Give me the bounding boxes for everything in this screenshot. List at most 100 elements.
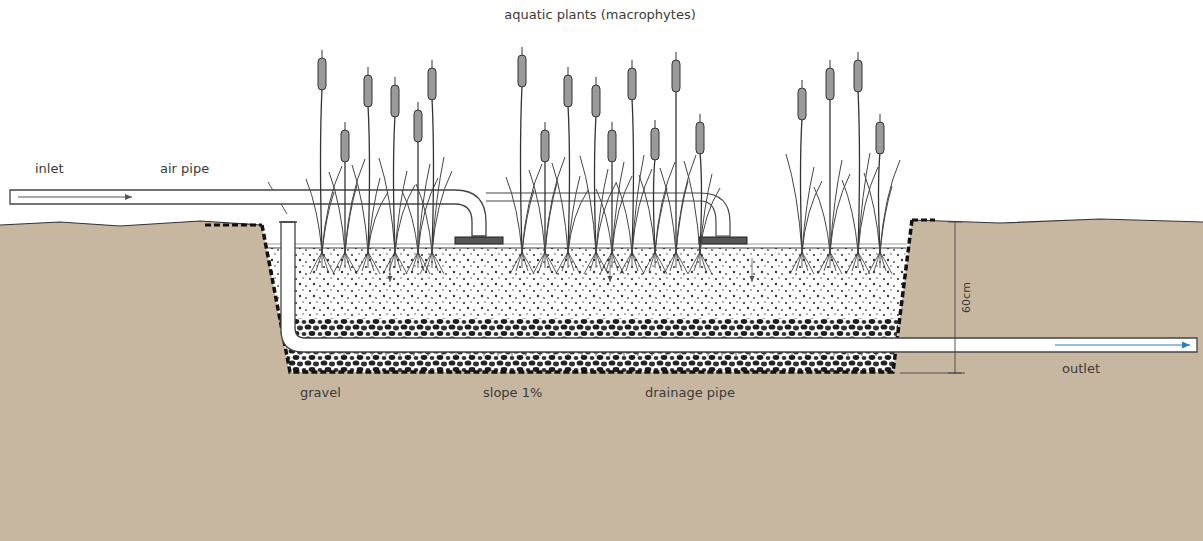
reed-leaf (379, 158, 395, 252)
reed-root (356, 252, 368, 274)
cattail-tip (418, 102, 419, 110)
reed-leaf (864, 173, 880, 252)
reed-root (643, 252, 655, 274)
reed-leaf (655, 188, 667, 252)
spreader-plate (455, 237, 503, 244)
reed-root (846, 252, 858, 274)
dimension-label: 60cm (960, 282, 971, 313)
cattail-tip (700, 114, 701, 122)
cattail-head (651, 128, 659, 160)
cattail-tip (395, 77, 396, 85)
reed-leaf (814, 187, 830, 252)
cattail-head (826, 68, 834, 100)
reed-root (852, 252, 858, 271)
cattail-head (564, 75, 572, 107)
reed-root (796, 252, 802, 271)
depth-dimension (900, 222, 965, 373)
reed-root (632, 252, 644, 274)
reed-root (389, 252, 395, 271)
reed-leaf (416, 184, 432, 252)
reed-root (670, 252, 676, 271)
reed-root (539, 252, 545, 271)
cattail-tip (368, 67, 369, 75)
reed-stem (544, 160, 545, 252)
reed-root (339, 252, 345, 271)
reed-leaf (676, 181, 688, 252)
reed-root (406, 252, 418, 274)
reed-stem (344, 160, 345, 252)
reed-stem (858, 90, 860, 252)
reeds (306, 47, 900, 274)
reed-root (420, 252, 432, 274)
reed-leaf (842, 180, 858, 252)
reed-root (874, 252, 880, 271)
cattail-tip (830, 60, 831, 68)
cattail-tip (345, 122, 346, 130)
reed-leaf (322, 192, 334, 252)
cattail-head (608, 130, 616, 162)
cattail-tip (858, 52, 859, 60)
reed-leaf (880, 160, 900, 252)
reed-root (606, 252, 612, 271)
reed-root (333, 252, 345, 274)
cattail-tip (802, 80, 803, 88)
cattail-tip (322, 50, 323, 58)
cattail-head (854, 60, 862, 92)
cattail-head (364, 75, 372, 107)
reed-root (612, 252, 624, 274)
reed-stem (432, 98, 434, 252)
reed-leaf (830, 174, 850, 252)
reed-root (600, 252, 612, 274)
reed-root (510, 252, 522, 274)
reed-leaf (580, 156, 596, 252)
cattail-tip (612, 122, 613, 130)
outlet-arrow (1055, 344, 1190, 345)
pipe-perforations (330, 352, 876, 356)
reed-root (545, 252, 557, 274)
cattail-tip (676, 52, 677, 60)
reed-leaf (616, 182, 632, 252)
reed-stem (417, 140, 418, 252)
water-surface (268, 248, 906, 249)
reed-root (322, 252, 334, 274)
reed-root (664, 252, 676, 274)
reed-leaf (660, 168, 676, 252)
cattail-head (518, 55, 526, 87)
reed-leaf (568, 190, 588, 252)
reed-root (590, 252, 596, 271)
reed-root (395, 252, 407, 274)
reed-leaf (522, 190, 534, 252)
water-line (268, 244, 907, 245)
reed-root (858, 252, 870, 274)
reed-root (649, 252, 655, 271)
reed-leaf (402, 191, 418, 252)
reed-leaf (552, 163, 568, 252)
reed-root (626, 252, 632, 271)
reed-leaf (655, 162, 675, 252)
spreader-plate (699, 237, 747, 244)
reed-root (700, 252, 712, 274)
reed-root (830, 252, 842, 274)
reed-root (868, 252, 880, 274)
cattail-tip (880, 114, 881, 122)
reed-root (880, 252, 892, 274)
cattail-tip (568, 67, 569, 75)
reed-root (516, 252, 522, 271)
reed-stem (568, 105, 570, 252)
cattail-head (876, 122, 884, 154)
reed-root (584, 252, 596, 274)
inlet-label: inlet (35, 162, 64, 175)
inlet-arrow (18, 197, 132, 198)
reed-leaf (306, 179, 322, 252)
reed-root (432, 252, 444, 274)
drainage-pipe-label: drainage pipe (645, 386, 735, 399)
reed-leaf (432, 171, 452, 252)
cattail-tip (432, 60, 433, 68)
outlet-label: outlet (1062, 362, 1100, 375)
reed-leaf (329, 172, 345, 252)
reed-leaf (545, 183, 557, 252)
cattail-head (592, 85, 600, 117)
cattail-head (428, 68, 436, 100)
reed-root (316, 252, 322, 271)
reed-root (694, 252, 700, 271)
